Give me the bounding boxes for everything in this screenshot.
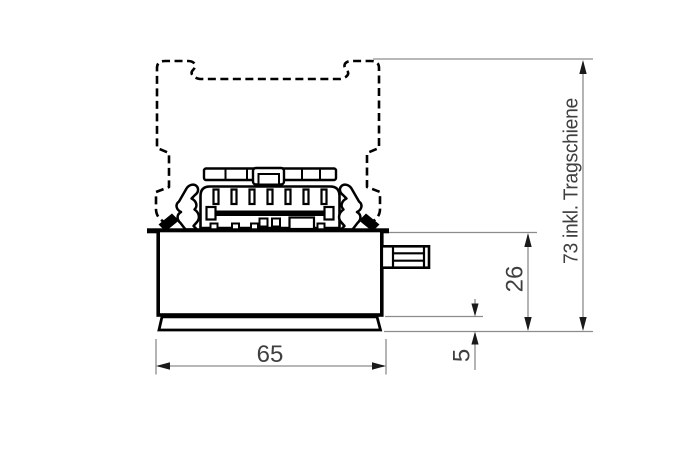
connector-lower-box (288, 216, 316, 231)
connector-slots (212, 188, 328, 206)
housing-base-plate (157, 315, 383, 332)
dim-arrow-up (579, 60, 587, 74)
dim-arrow-down (579, 317, 587, 331)
dimension-total-height: 73 inkl. Tragschiene (561, 60, 587, 331)
dim-label-total-height: 73 inkl. Tragschiene (561, 98, 583, 264)
dim-arrow-right (372, 362, 386, 370)
dim-arrow-left (156, 362, 170, 370)
extension-lines (155, 58, 593, 375)
slot (230, 188, 238, 206)
center-notch (258, 217, 269, 228)
dim-label-body-height: 26 (502, 266, 529, 293)
connector-feet-ticks (209, 222, 326, 231)
bar-end-cap-left (205, 205, 217, 221)
dim-arrow-up (471, 331, 479, 345)
device (147, 166, 431, 332)
dimension-body-height: 26 (502, 233, 532, 331)
center-notch (271, 217, 281, 228)
din-rail-dashed-outline (154, 59, 382, 226)
spring-clip (175, 183, 201, 231)
rail-latch-right (337, 183, 381, 233)
shaft-outline (380, 245, 431, 270)
housing-body (156, 228, 384, 317)
bar-end-cap-right (323, 205, 335, 221)
slot (266, 188, 274, 206)
connector-center-tab-inner (257, 173, 280, 186)
slot (284, 188, 292, 206)
dimension-base-height: 5 (449, 299, 479, 370)
slot (212, 188, 220, 206)
dim-label-base-height: 5 (449, 349, 476, 362)
rail-latch-left (158, 183, 201, 232)
slot (302, 188, 310, 206)
side-shaft (380, 245, 431, 270)
dim-arrow-down (524, 317, 532, 331)
slot (320, 188, 328, 206)
dim-arrow-up (524, 233, 532, 247)
release-lever (158, 213, 179, 232)
dimension-width: 65 (156, 341, 386, 370)
connector-cross-bar (205, 210, 335, 216)
slot (248, 188, 256, 206)
connector-block (199, 166, 341, 231)
dim-arrow-down (471, 303, 479, 317)
dim-label-width: 65 (257, 341, 284, 368)
